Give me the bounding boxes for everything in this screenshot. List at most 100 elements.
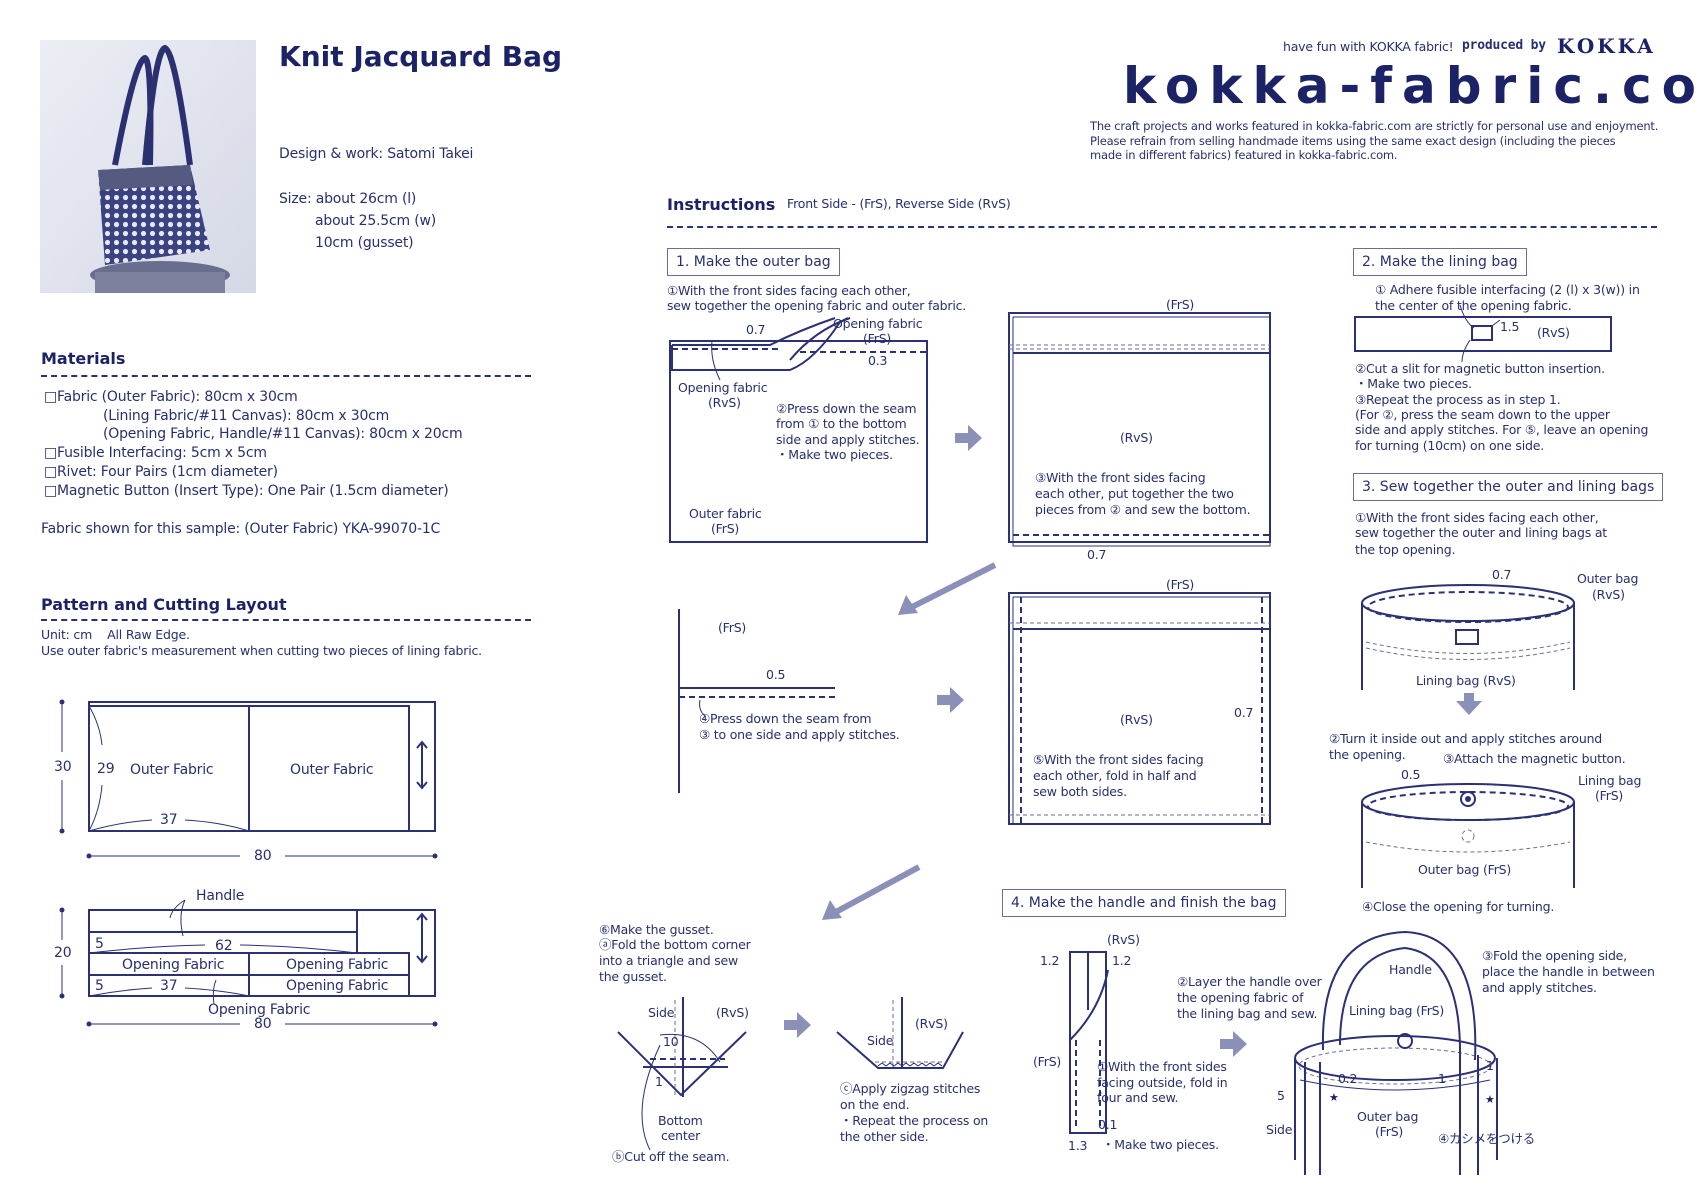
step-text: ⓑCut off the seam.	[612, 1149, 730, 1164]
step-text: ②Layer the handle over	[1177, 974, 1322, 989]
star-icon: ★	[1485, 1093, 1495, 1106]
step-text: four and sew.	[1097, 1090, 1179, 1105]
step-text: the top opening.	[1355, 542, 1456, 557]
step-text: the lining bag and sew.	[1177, 1006, 1318, 1021]
piece-label: Opening Fabric	[286, 978, 389, 994]
step-text: ⑤With the front sides facing	[1033, 752, 1204, 767]
step-text: ③Fold the opening side,	[1482, 948, 1627, 963]
arrow-right-icon	[937, 687, 964, 713]
label: Opening fabric	[678, 380, 768, 395]
label: (FrS)	[718, 620, 747, 635]
measurement: 1.3	[1068, 1138, 1088, 1153]
step-text: ・Make two pieces.	[776, 447, 893, 462]
piece-label: Opening Fabric	[286, 957, 389, 973]
label: Outer bag	[1357, 1109, 1419, 1124]
step1-title: 1. Make the outer bag	[667, 248, 840, 276]
step-text: sew together the outer and lining bags a…	[1355, 525, 1607, 540]
disclaimer-line: The craft projects and works featured in…	[1090, 119, 1659, 133]
arrow-diagonal-icon	[898, 562, 997, 615]
label: (FrS)	[1375, 1124, 1404, 1139]
label: Bottom	[658, 1113, 703, 1128]
step3-outer-diagram	[1361, 584, 1575, 690]
step-text: ②Press down the seam	[776, 401, 917, 416]
measurement: 1	[1486, 1058, 1494, 1073]
label: Outer fabric	[689, 506, 762, 521]
measurement: 10	[663, 1034, 679, 1049]
step-text: pieces from ② and sew the bottom.	[1035, 502, 1251, 517]
dimension-label: 37	[160, 978, 178, 994]
piece-label: Outer Fabric	[130, 762, 214, 778]
step-text: the opening fabric of	[1177, 990, 1304, 1005]
size-line: about 25.5cm (w)	[315, 213, 436, 229]
measurement: 0.7	[1492, 567, 1512, 582]
arrow-right-icon	[784, 1012, 811, 1038]
label: Handle	[1389, 962, 1432, 978]
step-text: side and apply stitches.	[776, 432, 920, 447]
step-text: the gusset.	[599, 969, 667, 984]
step3-title: 3. Sew together the outer and lining bag…	[1353, 473, 1664, 501]
pattern-heading: Pattern and Cutting Layout	[41, 595, 287, 614]
label: Outer bag	[1577, 571, 1639, 586]
dimension-label: 20	[54, 945, 72, 961]
measurement: 0.7	[1087, 547, 1107, 562]
site-logo[interactable]: kokka-fabric.com	[1123, 57, 1700, 115]
side-legend: Front Side - (FrS), Reverse Side (RvS)	[787, 196, 1011, 211]
star-icon: ★	[1329, 1091, 1339, 1104]
label: Outer bag (FrS)	[1418, 862, 1512, 877]
arrow-down-icon	[1456, 693, 1482, 715]
label: (FrS)	[1166, 297, 1195, 312]
step-text: the other side.	[840, 1129, 929, 1144]
label: (FrS)	[1166, 577, 1195, 592]
label: (RvS)	[1537, 325, 1570, 340]
step-text: facing outside, fold in	[1097, 1075, 1228, 1090]
dimension-label: 62	[215, 938, 233, 954]
step-text: ⓐFold the bottom corner	[599, 937, 751, 952]
material-item: □Magnetic Button (Insert Type): One Pair…	[44, 483, 449, 499]
material-item: □Rivet: Four Pairs (1cm diameter)	[44, 464, 278, 480]
measurement: 5	[1277, 1088, 1285, 1103]
step2-diagram	[1354, 304, 1612, 363]
step-text: ①With the front sides facing each other,	[1355, 510, 1599, 525]
step-text: (For ②, press the seam down to the upper	[1355, 407, 1610, 422]
dimension-label: 29	[97, 761, 115, 777]
step-text: ⓒApply zigzag stitches	[840, 1081, 981, 1096]
label: Lining bag	[1578, 773, 1642, 788]
size-line: 10cm (gusset)	[315, 235, 414, 251]
step-text: ③Repeat the process as in step 1.	[1355, 392, 1561, 407]
measurement: 0.1	[1098, 1117, 1118, 1132]
step-text: from ① to the bottom	[776, 416, 907, 431]
label: (RvS)	[708, 395, 741, 410]
step-text: into a triangle and sew	[599, 953, 739, 968]
cutting-layout-opening	[59, 899, 438, 1027]
measurement: 1	[655, 1074, 663, 1089]
step4-title: 4. Make the handle and finish the bag	[1002, 889, 1286, 917]
bag-photo	[40, 40, 256, 293]
step-text: for turning (10cm) on one side.	[1355, 438, 1544, 453]
step1-sewn-diagram	[1008, 312, 1271, 547]
step-text: and apply stitches.	[1482, 980, 1597, 995]
measurement: 1.5	[1500, 319, 1520, 334]
step-text: ③With the front sides facing	[1035, 470, 1206, 485]
material-item: (Lining Fabric/#11 Canvas): 80cm x 30cm	[103, 408, 390, 424]
step5-diagram	[1008, 592, 1271, 825]
dimension-label: 37	[160, 812, 178, 828]
dimension-label: 80	[254, 1016, 272, 1032]
disclaimer-line: Please refrain from selling handmade ite…	[1090, 134, 1616, 148]
divider	[41, 619, 531, 621]
label: (RvS)	[1592, 587, 1625, 602]
sample-fabric: Fabric shown for this sample: (Outer Fab…	[41, 521, 441, 537]
gusset-zigzag-diagram	[836, 997, 964, 1069]
material-item: □Fabric (Outer Fabric): 80cm x 30cm	[44, 389, 298, 405]
dimension-label: 5	[95, 936, 104, 952]
label: center	[661, 1128, 701, 1143]
label: (FrS)	[1595, 788, 1624, 803]
instructions-heading: Instructions	[667, 195, 776, 214]
step-text: ②Cut a slit for magnetic button insertio…	[1355, 361, 1605, 376]
measurement: 0.2	[1338, 1071, 1358, 1086]
step-text: each other, put together the two	[1035, 486, 1234, 501]
step-text: side and apply stitches. For ⑤, leave an…	[1355, 422, 1649, 437]
measurement: 0.5	[766, 667, 786, 682]
step-text: the center of the opening fabric.	[1375, 298, 1572, 313]
label: (FrS)	[711, 521, 740, 536]
measurement: 0.7	[746, 322, 766, 337]
